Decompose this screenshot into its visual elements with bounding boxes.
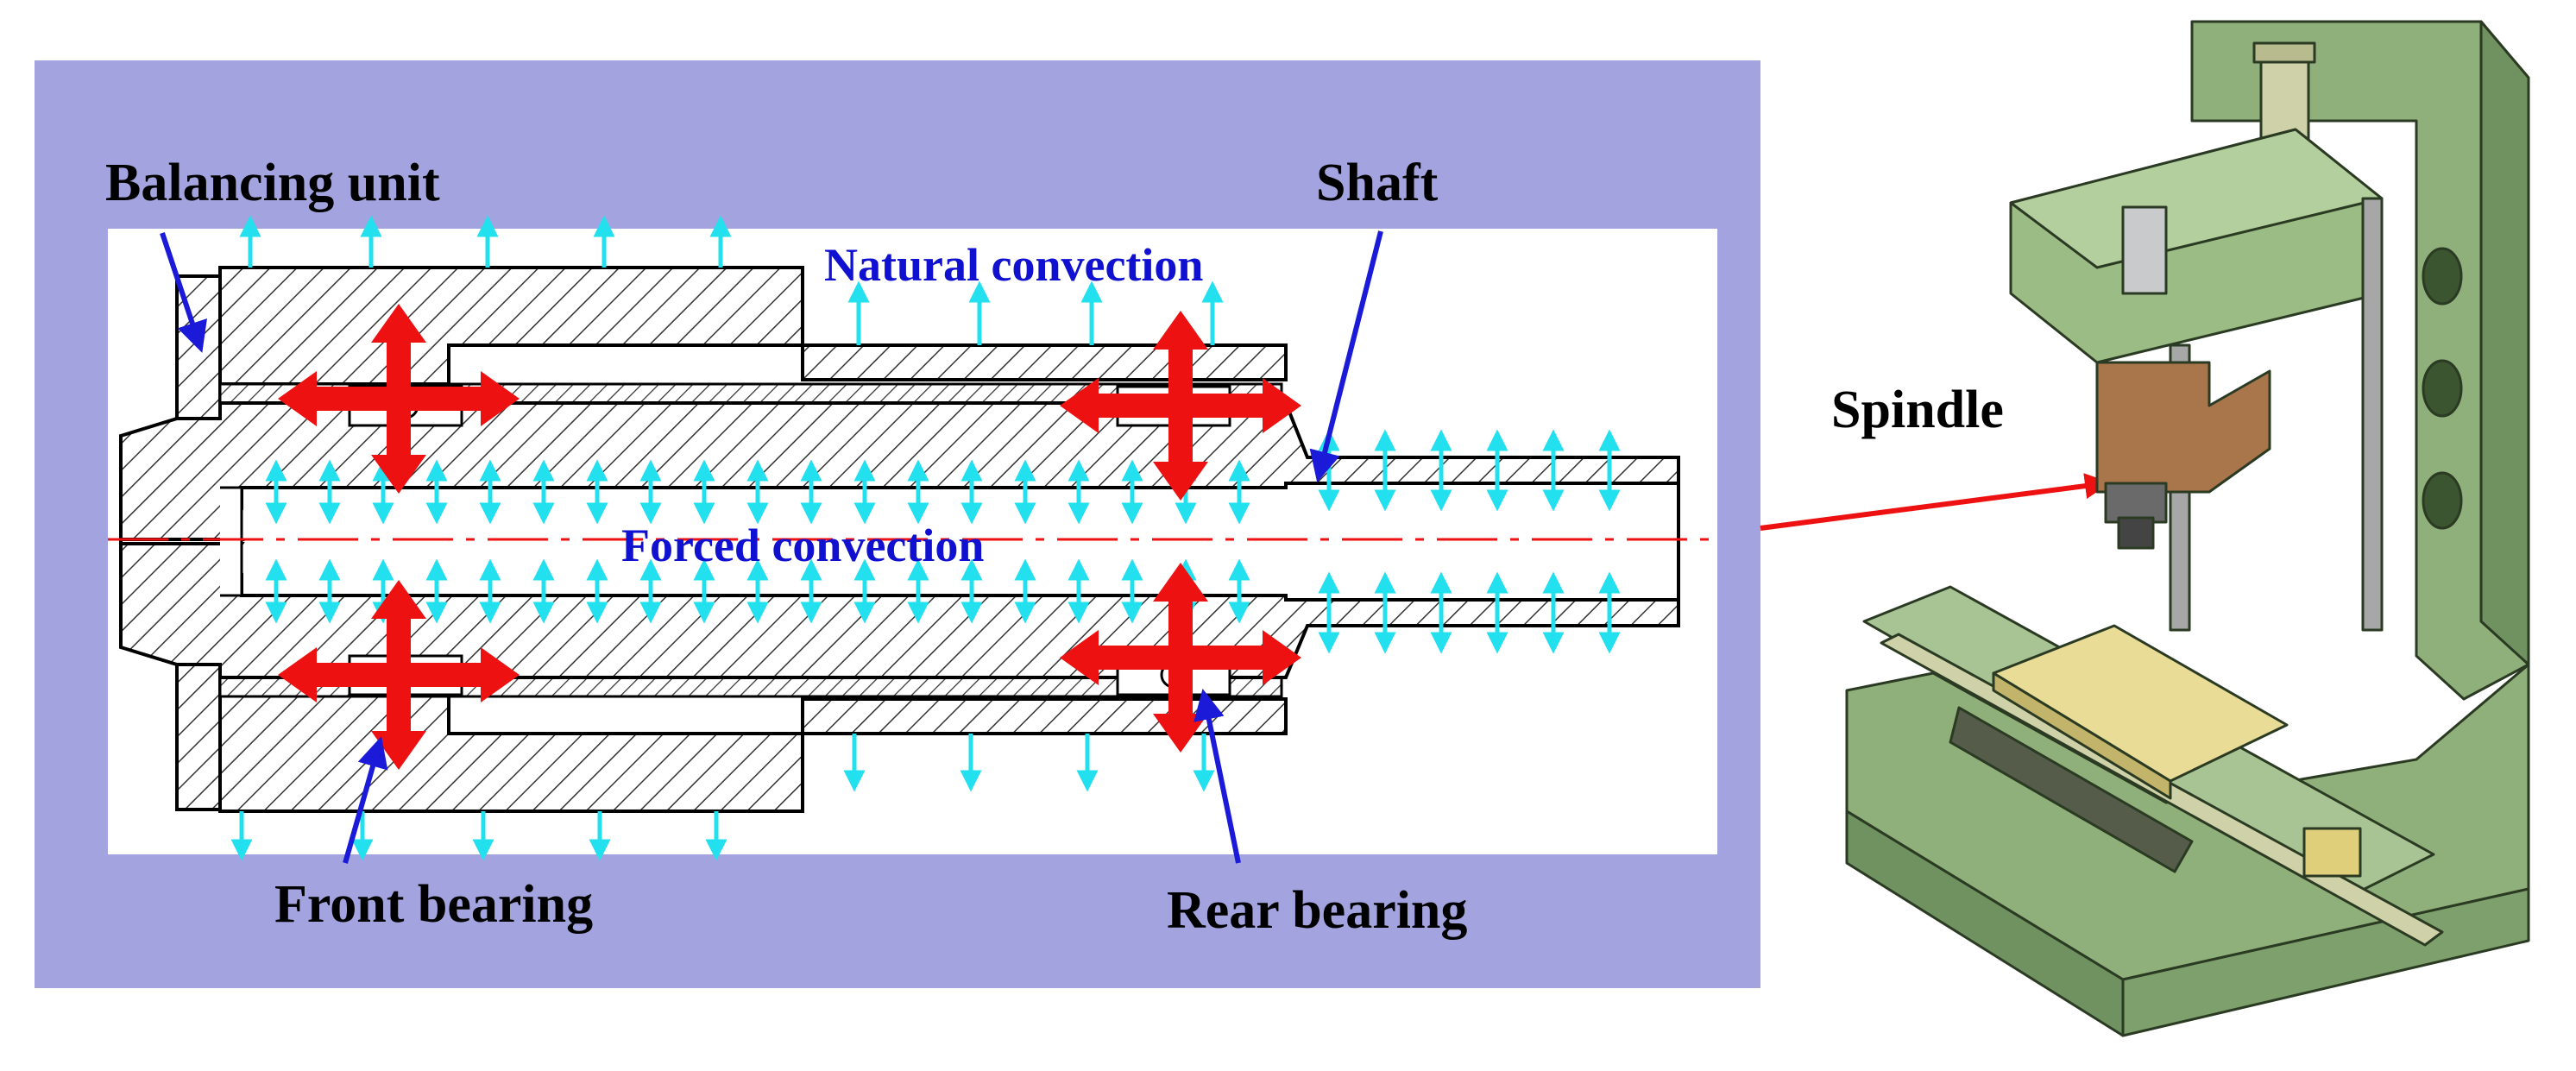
shaft-label: Shaft (1316, 154, 1439, 212)
rear-bearing-leader (1194, 688, 1241, 864)
rear-bearing-label: Rear bearing (1167, 881, 1467, 940)
rear-bearing-heat-arrows-bottom (1060, 563, 1301, 753)
shaft-leader (1309, 230, 1383, 482)
heat-flow-arrows (278, 304, 1301, 770)
rear-bearing-heat-arrows-top (1060, 311, 1301, 501)
spindle-label: Spindle (1831, 381, 2004, 439)
spindle-cross-section (108, 266, 1717, 813)
front-bearing-heat-arrows-top (278, 304, 520, 494)
front-bearing-heat-arrows-bottom (278, 580, 520, 770)
machine-tool-illustration (1845, 20, 2530, 1037)
balancing-unit-label: Balancing unit (105, 154, 440, 212)
front-bearing-label: Front bearing (274, 875, 593, 934)
balancing-unit-leader (160, 232, 207, 353)
forced-convection-label: Forced convection (621, 520, 984, 571)
spindle-pointer-line (1760, 473, 2111, 531)
front-bearing-leader (343, 736, 388, 864)
natural-convection-label: Natural convection (824, 239, 1203, 291)
